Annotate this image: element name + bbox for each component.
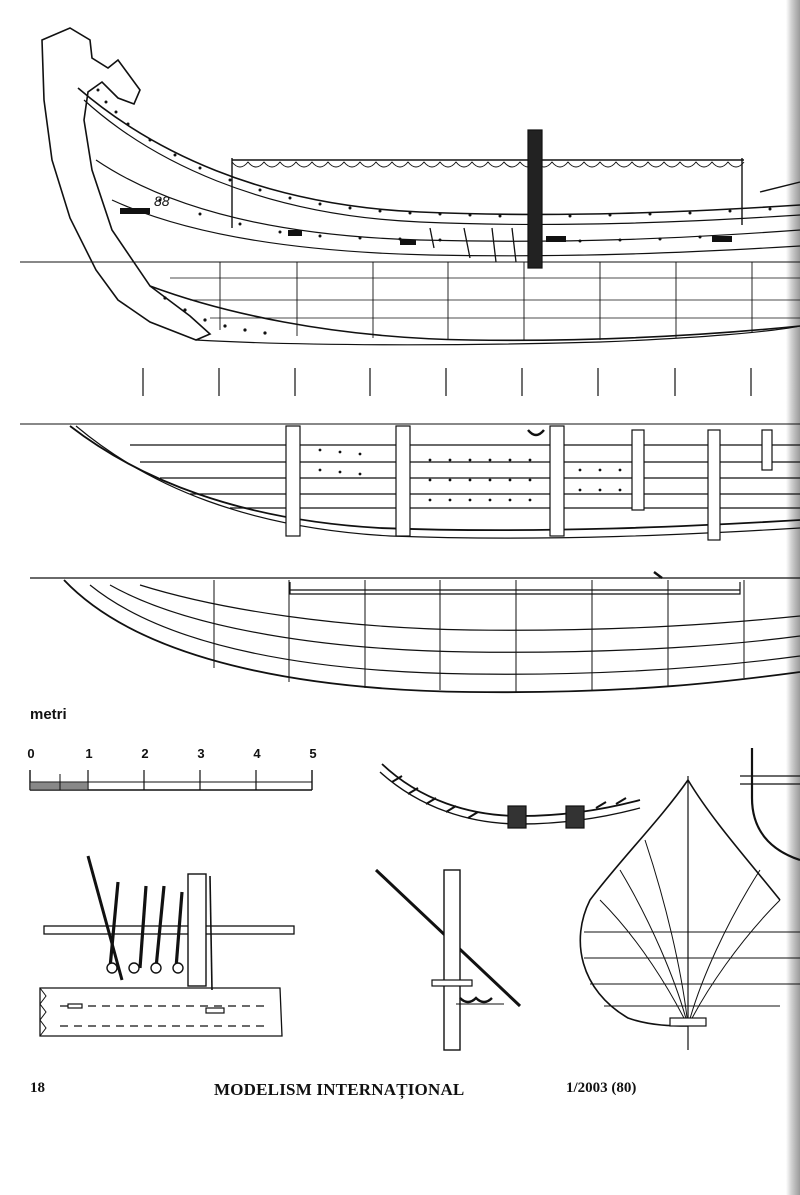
- issue-number: 1/2003 (80): [566, 1080, 637, 1096]
- scale-bar: [29, 770, 313, 791]
- planking-section-detail: [379, 763, 641, 829]
- scale-tick-4: 4: [253, 746, 261, 761]
- page-number: 18: [30, 1080, 45, 1096]
- hull-mark: 88: [154, 193, 170, 209]
- longitudinal-section: [20, 423, 800, 541]
- oarlock-detail: [39, 855, 295, 1037]
- scale-tick-2: 2: [141, 746, 149, 761]
- scale-tick-0: 0: [27, 746, 35, 761]
- scale-unit-label: metri: [30, 706, 67, 723]
- stem-post: [41, 27, 212, 341]
- scale-tick-1: 1: [85, 746, 93, 761]
- station-marks: [142, 368, 752, 396]
- scale-tick-5: 5: [309, 746, 317, 761]
- scale-tick-3: 3: [197, 746, 205, 761]
- magazine-title: MODELISM INTERNAȚIONAL: [214, 1080, 465, 1099]
- thole-pin-detail: [374, 868, 522, 1051]
- midship-cross-section: [579, 748, 800, 1050]
- side-elevation: [20, 27, 800, 346]
- page-edge-shadow: [786, 0, 800, 1195]
- half-breadth-plan: [30, 571, 800, 694]
- mast: [527, 129, 543, 269]
